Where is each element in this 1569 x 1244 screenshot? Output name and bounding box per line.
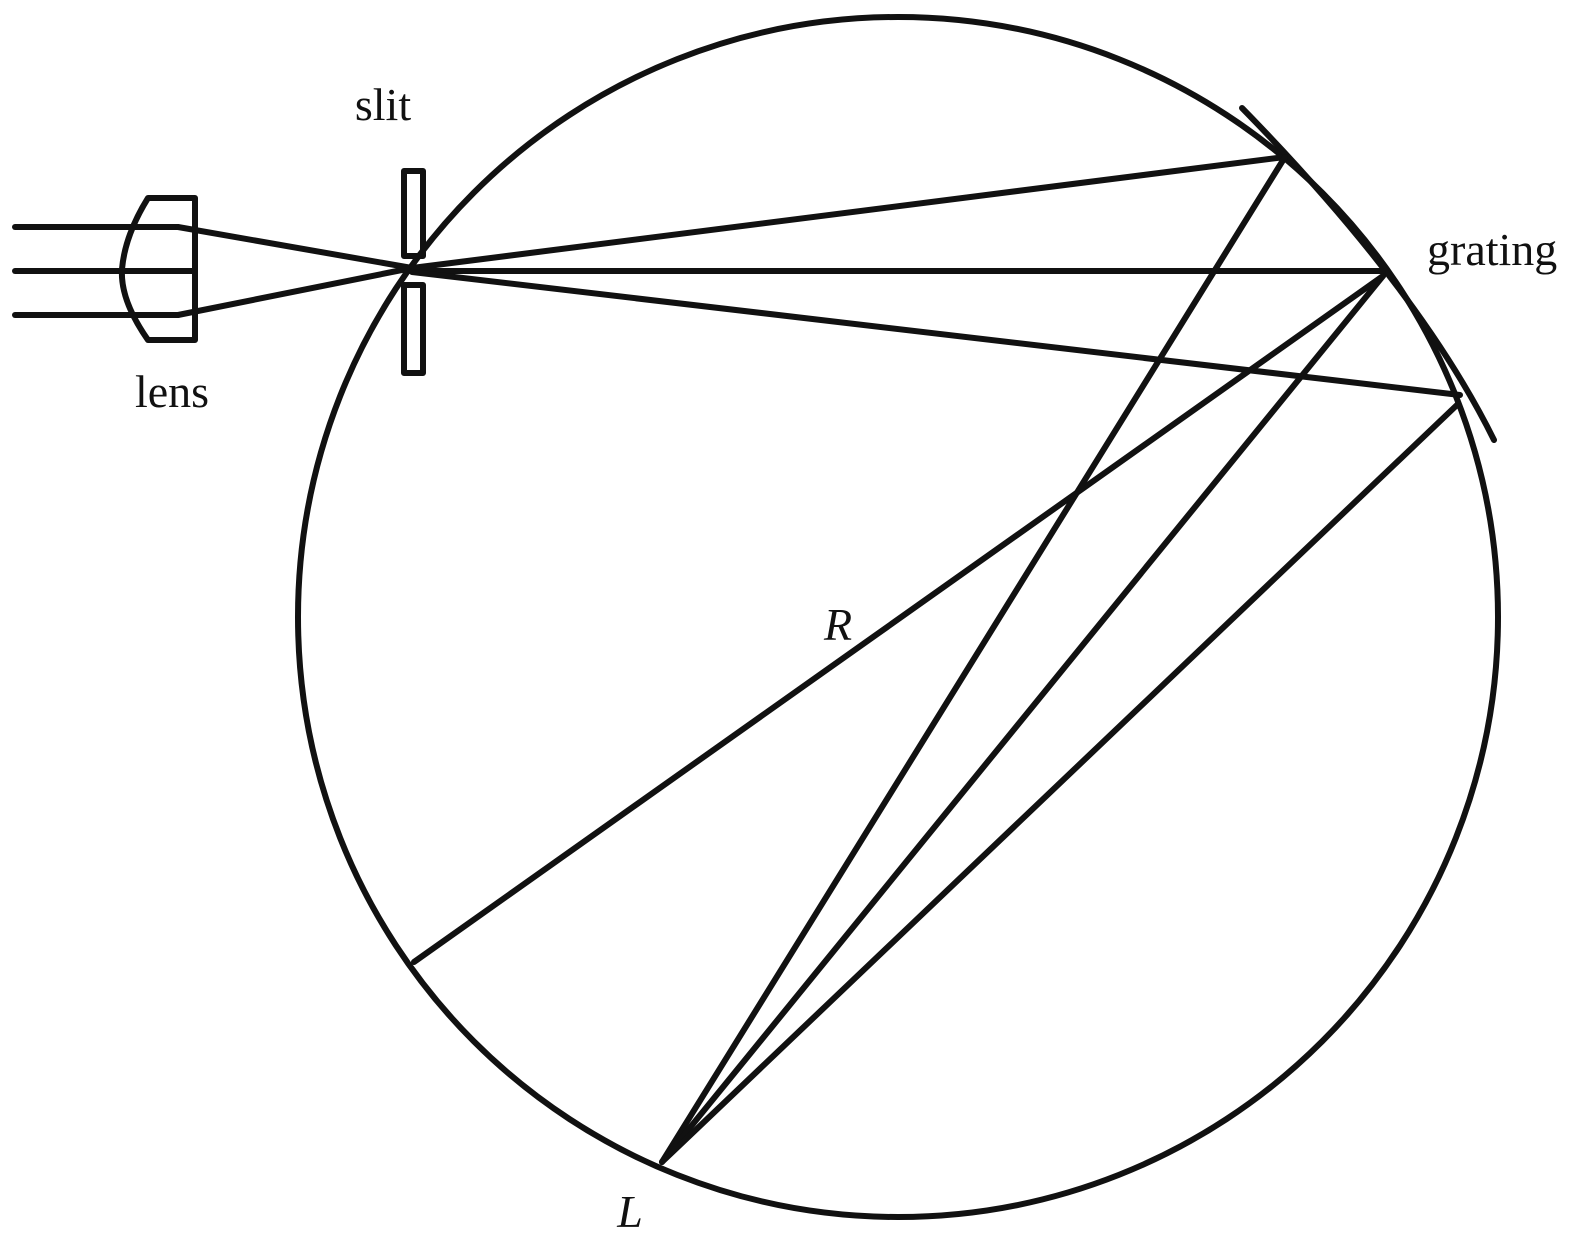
- diffracted-ray-top: [659, 154, 1288, 1165]
- focus-ray-top: [175, 224, 415, 271]
- slit-lower-jaw: [401, 282, 426, 376]
- grating-arc: [1239, 105, 1497, 443]
- radius-label: R: [823, 599, 852, 650]
- lens-shape: [118, 195, 198, 343]
- slit-upper-jaw: [401, 168, 426, 259]
- rowland-circle: [295, 14, 1501, 1220]
- focus-ray-bottom: [175, 265, 415, 318]
- grating-label: grating: [1427, 224, 1557, 275]
- radius-line: [411, 273, 1386, 965]
- slit-label: slit: [355, 79, 411, 130]
- slit-to-grating-ray-top: [409, 154, 1288, 271]
- detector-point-label: L: [616, 1186, 643, 1237]
- diffracted-ray-center: [659, 273, 1386, 1165]
- diffracted-ray-bottom: [659, 401, 1461, 1165]
- slit-to-grating-ray-bottom: [409, 269, 1463, 398]
- lens-label: lens: [135, 366, 209, 417]
